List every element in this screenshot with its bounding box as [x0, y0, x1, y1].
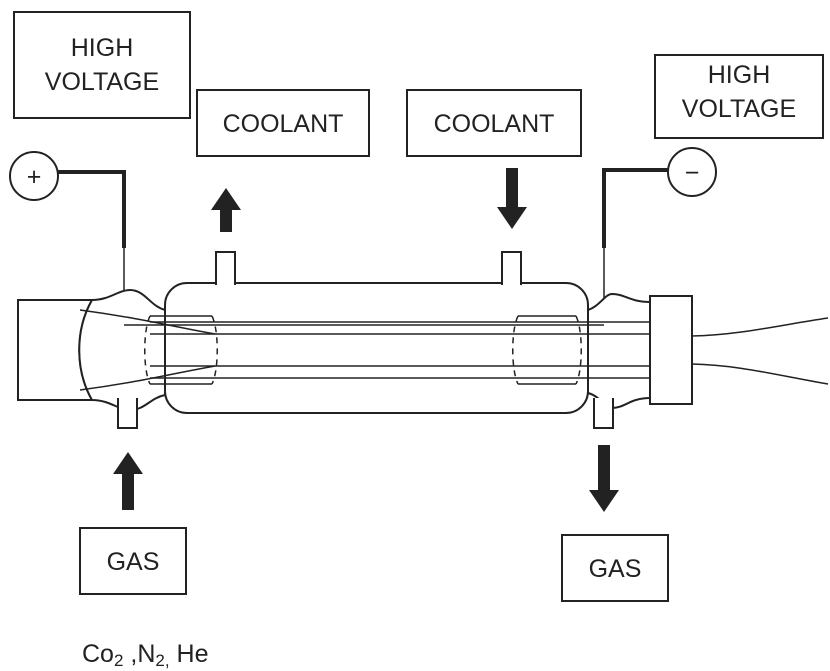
gas-in-arrow-icon	[113, 452, 143, 510]
hv-left-box: HIGH VOLTAGE	[13, 11, 191, 119]
gas-out-arrow-icon	[589, 445, 619, 512]
gas-mixture-part3: He	[170, 640, 209, 668]
right-tube-end	[587, 292, 651, 429]
hv-left-line2: VOLTAGE	[45, 68, 159, 96]
coolant-jacket	[164, 251, 589, 414]
gas-mixture-sep1: ,N	[123, 640, 155, 668]
negative-terminal-icon: −	[667, 147, 717, 197]
hv-left-line1: HIGH	[71, 34, 134, 62]
gas-in-box: GAS	[79, 527, 187, 595]
gas-mixture-caption: Co2 ,N2, He	[82, 640, 208, 670]
hv-right-line2: VOLTAGE	[682, 95, 796, 123]
laser-bore	[79, 309, 650, 391]
gas-mixture-part1: Co	[82, 640, 114, 668]
coolant-out-label: COOLANT	[223, 110, 344, 138]
gas-out-label: GAS	[589, 555, 642, 583]
coolant-in-box: COOLANT	[406, 89, 582, 157]
negative-symbol: −	[685, 159, 700, 187]
coolant-in-arrow-icon	[497, 168, 527, 229]
positive-terminal-icon: +	[9, 151, 59, 201]
hv-right-line1: HIGH	[708, 61, 771, 89]
left-electrode	[144, 315, 218, 385]
output-beam	[691, 317, 829, 385]
right-electrode	[512, 315, 582, 385]
gas-out-box: GAS	[561, 534, 669, 602]
left-tube-end	[78, 288, 166, 429]
coolant-out-arrow-icon	[211, 188, 241, 232]
coolant-out-box: COOLANT	[196, 89, 370, 157]
right-mirror-mount	[649, 295, 693, 405]
gas-in-label: GAS	[107, 548, 160, 576]
gas-mixture-part1-sub: 2	[114, 651, 123, 670]
hv-right-box: HIGH VOLTAGE	[654, 54, 824, 139]
coolant-in-label: COOLANT	[434, 110, 555, 138]
positive-symbol: +	[27, 163, 42, 191]
gas-mixture-part2-sub: 2,	[155, 651, 169, 670]
